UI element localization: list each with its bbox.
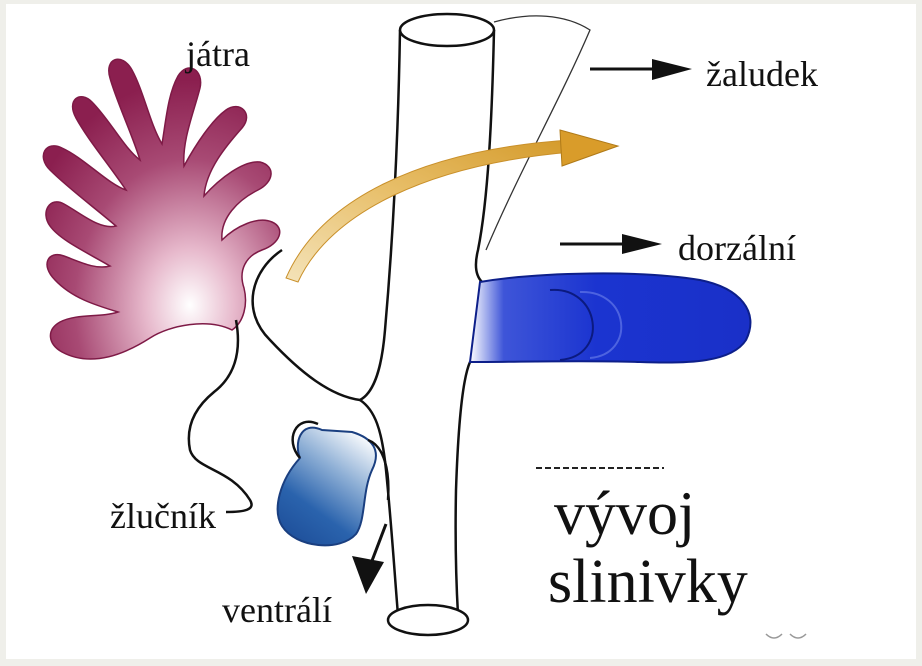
title-line-2: slinivky [548, 548, 748, 616]
title-line-1: vývoj [554, 480, 695, 548]
stomach-label: žaludek [706, 54, 818, 94]
liver-label: játra [184, 34, 250, 74]
gut-tube-bottom-opening [388, 605, 468, 635]
gut-tube-top-opening [400, 14, 494, 46]
dorsal-pancreas-label: dorzální [678, 228, 796, 268]
gallbladder-label: žlučník [110, 496, 216, 536]
ventral-pancreas-label: ventrálí [222, 590, 332, 630]
